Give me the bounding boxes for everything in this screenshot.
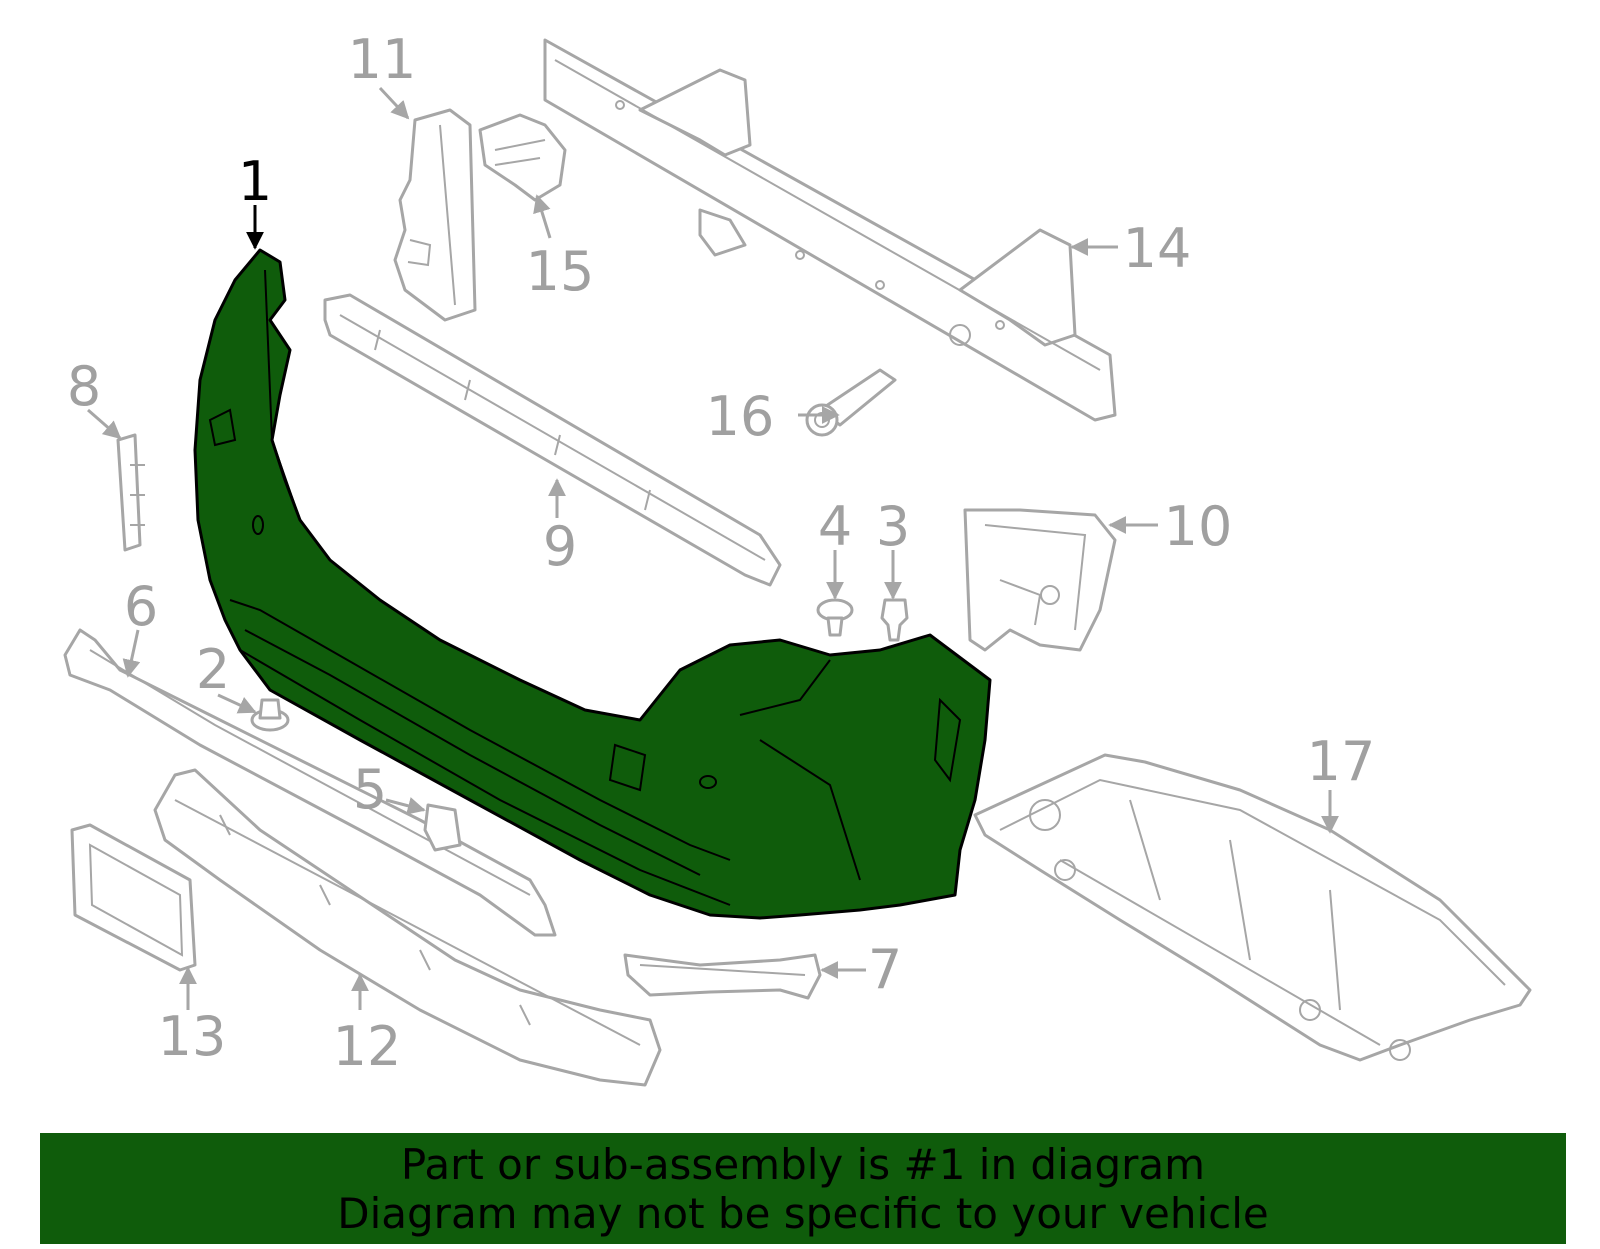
callout-16: 16 (706, 385, 775, 448)
callout-5: 5 (353, 758, 387, 821)
callout-15: 15 (526, 240, 595, 303)
part-15-connector[interactable] (478, 113, 567, 202)
part-4-clip[interactable] (816, 598, 854, 637)
callout-8: 8 (67, 355, 101, 418)
callout-1: 1 (238, 150, 272, 213)
callout-17: 17 (1307, 730, 1376, 793)
callout-7: 7 (868, 938, 902, 1001)
callout-14: 14 (1123, 217, 1192, 280)
callout-4: 4 (818, 495, 852, 558)
part-10-side-bracket[interactable] (963, 508, 1117, 652)
part-13-license-bracket[interactable] (70, 823, 197, 972)
callout-2: 2 (196, 638, 230, 701)
part-2-clip[interactable] (250, 698, 290, 732)
part-1-bumper-cover[interactable] (193, 248, 992, 920)
part-3-clip[interactable] (880, 598, 909, 642)
part-17-under-cover[interactable] (973, 753, 1532, 1062)
banner-line-2: Diagram may not be specific to your vehi… (337, 1189, 1269, 1238)
callout-12: 12 (333, 1015, 402, 1078)
callout-10: 10 (1164, 495, 1233, 558)
part-16-tow-hook[interactable] (805, 368, 897, 437)
notice-banner: Part or sub-assembly is #1 in diagram Di… (40, 1133, 1566, 1244)
part-7-trim[interactable] (623, 953, 822, 1000)
part-12-lower-support[interactable] (153, 768, 662, 1087)
callout-6: 6 (124, 575, 158, 638)
callout-13: 13 (158, 1005, 227, 1068)
part-14-reinforcement-beam[interactable] (543, 38, 1117, 422)
banner-line-1: Part or sub-assembly is #1 in diagram (400, 1140, 1206, 1189)
part-5-cover[interactable] (423, 803, 462, 852)
part-11-side-bracket[interactable] (393, 108, 477, 322)
leader-lines (87, 86, 1339, 1010)
callout-11: 11 (348, 28, 417, 91)
callout-3: 3 (876, 495, 910, 558)
part-9-energy-absorber[interactable] (323, 293, 782, 587)
part-8-bracket[interactable] (116, 433, 145, 552)
callout-9: 9 (543, 515, 577, 578)
parts-diagram: 1 2 3 4 5 6 7 8 9 10 11 12 13 14 15 16 1… (63, 28, 1532, 1087)
